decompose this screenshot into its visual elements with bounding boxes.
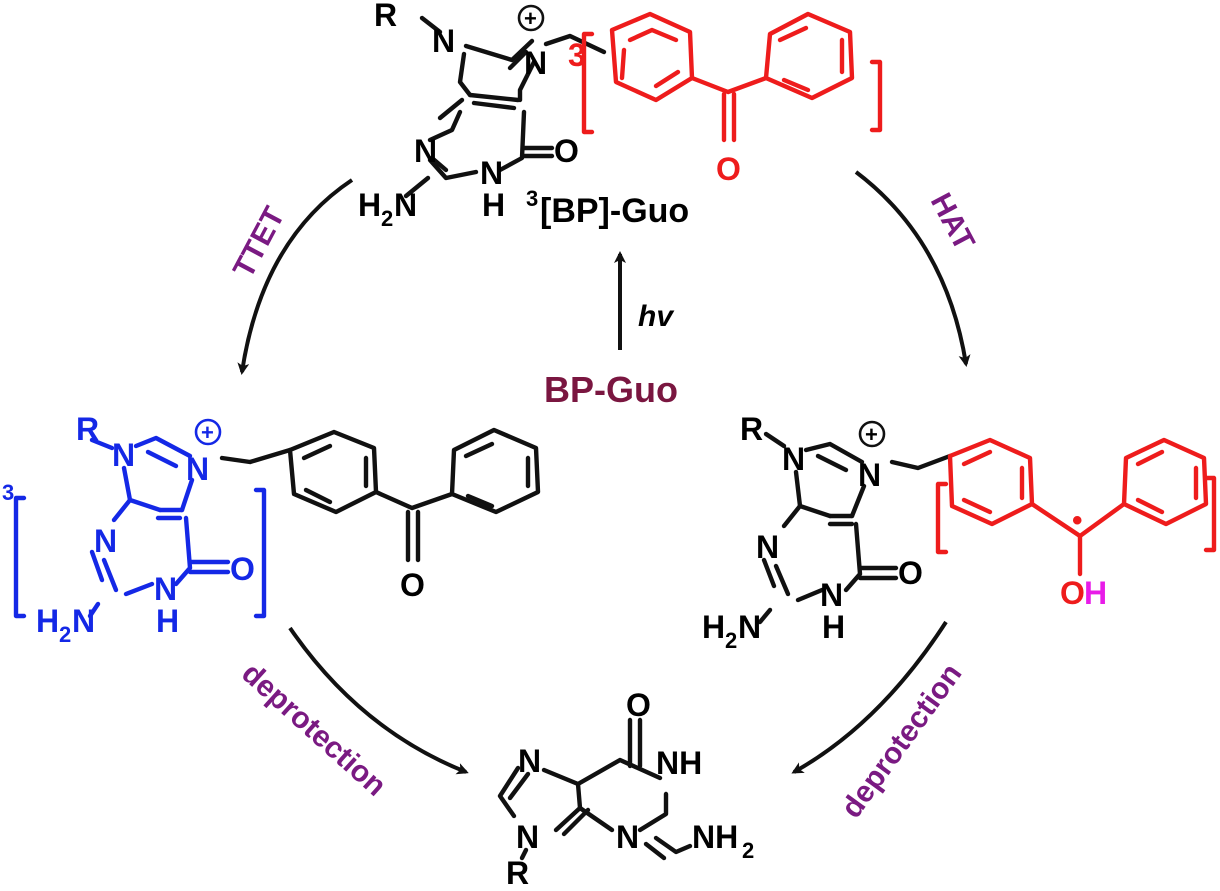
top-benzophenone-bonds <box>581 11 883 143</box>
ttet-arrow <box>237 178 354 375</box>
right-n7-label: N <box>858 457 881 493</box>
top-carbonyl-o-label: O <box>554 133 579 169</box>
left-ketone-o-label: O <box>400 567 425 603</box>
left-benzophenone-bonds <box>219 427 541 563</box>
right-n1-label: N <box>820 577 843 613</box>
bottom-amino-group: NH 2 <box>692 819 754 863</box>
left-n3-label: N <box>94 523 117 559</box>
right-amino-sub: 2 <box>725 628 737 653</box>
top-compound-superscript: 3 <box>526 186 538 211</box>
left-n9-label: N <box>112 437 135 473</box>
top-n1-label: N <box>480 155 503 191</box>
right-deprotection-arrow <box>791 620 948 774</box>
right-n9-label: N <box>782 441 805 477</box>
bottom-guanine-bonds <box>497 717 693 861</box>
left-amino-sub: 2 <box>59 622 71 647</box>
top-charge-circle <box>517 4 545 32</box>
right-n1-h-label: H <box>822 609 845 645</box>
hat-arrow <box>854 170 971 367</box>
top-n3-label: N <box>414 133 437 169</box>
bottom-amino-sub: 2 <box>742 838 754 863</box>
right-charge-circle <box>858 420 886 448</box>
right-n3-label: N <box>756 529 779 565</box>
right-charge-sign: + <box>865 422 878 447</box>
right-molecule: R N N + N N H O H 2 N • O H <box>702 411 1217 653</box>
left-amino-n: N <box>72 603 95 639</box>
left-deprotection-label: deprotection <box>235 657 392 803</box>
top-charge-sign: + <box>524 6 537 31</box>
bottom-n7-label: N <box>518 743 541 779</box>
top-n9-label: N <box>432 23 455 59</box>
top-amino-n: N <box>394 187 417 223</box>
hat-label: HAT <box>924 188 981 256</box>
top-molecule: R N N + N N H O H 2 N O 3 3 [BP]-Guo <box>358 0 883 231</box>
top-amino-group: H 2 N <box>358 187 417 231</box>
left-triplet-index: 3 <box>2 480 14 505</box>
right-carbonyl-o-label: O <box>898 555 923 591</box>
bottom-amino-nh: NH <box>692 819 738 855</box>
right-hydroxyl-h: H <box>1084 575 1107 611</box>
right-ketyl-bonds <box>935 437 1217 577</box>
bottom-carbonyl-o-label: O <box>626 687 651 723</box>
left-charge-sign: + <box>201 420 214 445</box>
left-carbonyl-o-label: O <box>230 551 255 587</box>
top-r-label: R <box>374 0 397 33</box>
right-r-label: R <box>740 411 763 447</box>
left-amino-group: H 2 N <box>36 603 95 647</box>
left-r-label: R <box>76 411 99 447</box>
left-n7-label: N <box>186 451 209 487</box>
right-radical-dot: • <box>1072 504 1083 537</box>
right-hydroxyl-group: O H <box>1060 575 1107 611</box>
top-compound-name: 3 [BP]-Guo <box>526 186 689 230</box>
top-compound-label: [BP]-Guo <box>540 192 689 230</box>
top-guanine-bonds <box>403 15 607 199</box>
left-charge-circle <box>194 418 222 446</box>
bottom-n9-label: N <box>516 819 539 855</box>
top-n1-h-label: H <box>482 187 505 223</box>
left-molecule: R N N + N N H O H 2 N 3 O <box>2 411 541 647</box>
bottom-n3-label: N <box>616 819 639 855</box>
left-guanine-bonds <box>13 435 267 619</box>
excitation-label: hv <box>638 300 675 333</box>
right-amino-h: H <box>702 609 725 645</box>
top-amino-h: H <box>358 187 381 223</box>
right-amino-n: N <box>738 609 761 645</box>
bottom-r-label: R <box>506 855 529 886</box>
bottom-molecule: O N NH N N NH 2 R <box>497 687 754 891</box>
top-triplet-index: 3 <box>568 37 586 73</box>
left-n1-h-label: H <box>156 603 179 639</box>
top-n7-label: N <box>524 45 547 81</box>
bottom-n1h-label: NH <box>656 745 702 781</box>
right-amino-group: H 2 N <box>702 609 761 653</box>
ttet-label: TTET <box>227 202 291 284</box>
top-amino-sub: 2 <box>381 206 393 231</box>
center-compound-label: BP-Guo <box>544 369 678 410</box>
right-guanine-bonds <box>757 431 953 625</box>
top-ketone-o-label: O <box>716 151 741 187</box>
right-hydroxyl-o: O <box>1060 575 1085 611</box>
left-deprotection-arrow <box>288 626 469 775</box>
left-amino-h: H <box>36 603 59 639</box>
left-n1-label: N <box>154 571 177 607</box>
